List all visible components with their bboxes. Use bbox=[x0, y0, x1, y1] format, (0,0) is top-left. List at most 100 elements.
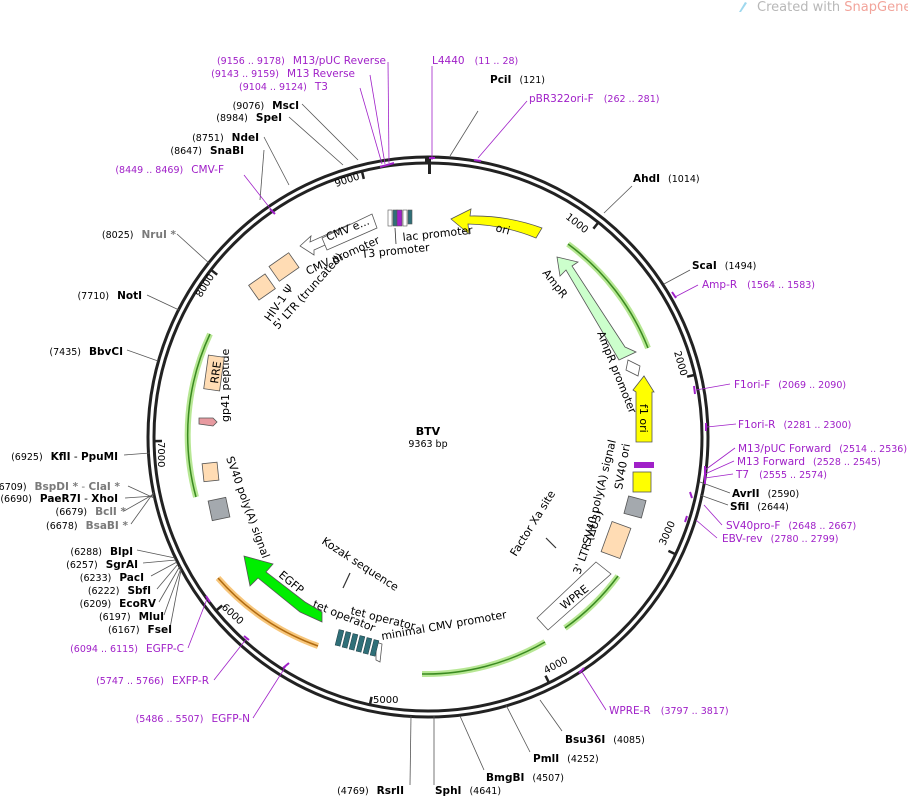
lac-t3-region[interactable] bbox=[387, 209, 413, 227]
plasmid-length: 9363 bp bbox=[408, 439, 447, 450]
orf-arcs bbox=[184, 241, 651, 678]
primer-label-amp-r[interactable]: Amp-R(1564 .. 1583) bbox=[702, 279, 815, 291]
tick-label-5000: 5000 bbox=[373, 695, 398, 706]
ampr-label: AmpR bbox=[540, 267, 571, 301]
primer-ticks bbox=[205, 157, 707, 674]
site-label-bbvci[interactable]: (7435)BbvCI bbox=[49, 346, 123, 358]
gp41-feature[interactable] bbox=[198, 417, 218, 427]
site-label-kfli-ppumi[interactable]: (6925)KflI - PpuMI bbox=[11, 451, 118, 463]
ltr-3-feature[interactable] bbox=[600, 521, 632, 559]
tick-mark-5000 bbox=[368, 696, 373, 706]
site-label-ecorv[interactable]: (6209)EcoRV bbox=[80, 598, 157, 610]
site-label-nrui[interactable]: (8025)NruI * bbox=[102, 229, 177, 241]
primer-label-cmv-f[interactable]: (8449 .. 8469)CMV-F bbox=[115, 164, 224, 176]
factor-xa-label: Factor Xa site bbox=[508, 488, 559, 559]
tick-mark-2000 bbox=[686, 373, 696, 378]
plasmid-name: BTV bbox=[416, 425, 441, 438]
primer-label-t3[interactable]: (9104 .. 9124)T3 bbox=[239, 81, 328, 93]
orf-arc-5-line bbox=[186, 333, 211, 498]
kozak-feature[interactable] bbox=[342, 572, 351, 589]
primer-label-exfp-r[interactable]: (5747 .. 5766)EXFP-R bbox=[96, 675, 209, 687]
primer-labels: L4440(11 .. 28) pBR322ori-F(262 .. 281) … bbox=[70, 55, 907, 725]
tick-label-1000: 1000 bbox=[563, 212, 590, 236]
site-label-rsrii[interactable]: (4769)RsrII bbox=[337, 785, 404, 797]
site-label-sbfi[interactable]: (6222)SbfI bbox=[88, 585, 151, 597]
snapgene-logo-icon bbox=[739, 2, 747, 12]
site-label-snabi[interactable]: (8647)SnaBI bbox=[170, 145, 244, 157]
primer-label-l4440[interactable]: L4440(11 .. 28) bbox=[432, 55, 518, 67]
site-label-msci[interactable]: (9076)MscI bbox=[233, 100, 299, 112]
ampr-feature[interactable] bbox=[556, 256, 637, 361]
primer-label-egfp-c[interactable]: (6094 .. 6115)EGFP-C bbox=[70, 643, 184, 655]
tick-marks bbox=[153, 170, 696, 706]
site-label-blpi[interactable]: (6288)BlpI bbox=[70, 546, 133, 558]
primer-label-m13-puc-reverse[interactable]: (9156 .. 9178)M13/pUC Reverse bbox=[217, 55, 386, 67]
snapgene-watermark: Created with SnapGene® bbox=[739, 0, 908, 15]
site-label-bmgbi[interactable]: BmgBI(4507) bbox=[486, 772, 564, 784]
orf-arc-3 bbox=[421, 639, 547, 678]
tick-mark-6000 bbox=[215, 604, 223, 612]
site-leader-lines bbox=[123, 103, 731, 786]
tick-mark-9000 bbox=[360, 170, 366, 180]
primer-label-wpre-r[interactable]: WPRE-R(3797 .. 3817) bbox=[609, 705, 729, 717]
watermark-prefix: Created with bbox=[757, 0, 844, 15]
tick-mark-8000 bbox=[210, 268, 218, 276]
site-label-bcli[interactable]: (6679)BclI * bbox=[56, 506, 127, 518]
sv40-polya-right-feature[interactable] bbox=[623, 495, 647, 519]
rre-feature[interactable] bbox=[203, 354, 225, 392]
ori-label: ori bbox=[494, 221, 511, 237]
site-label-paci[interactable]: (6233)PacI bbox=[80, 572, 144, 584]
primer-label-f1ori-f[interactable]: F1ori-F(2069 .. 2090) bbox=[734, 379, 846, 391]
ori-feature[interactable] bbox=[450, 208, 543, 239]
primer-label-f1ori-r[interactable]: F1ori-R(2281 .. 2300) bbox=[738, 419, 851, 431]
ampr-promoter-feature[interactable] bbox=[625, 359, 641, 377]
lac-promoter-label: lac promoter bbox=[402, 224, 474, 244]
t3-promoter-leader bbox=[394, 227, 397, 245]
sv40-ori-feature[interactable] bbox=[632, 471, 652, 493]
egfp-feature[interactable] bbox=[243, 555, 323, 623]
primer-label-ebv-rev[interactable]: EBV-rev(2780 .. 2799) bbox=[722, 533, 839, 545]
site-label-fsei[interactable]: (6167)FseI bbox=[108, 624, 172, 636]
f1-ori-label: f1 ori bbox=[637, 404, 650, 433]
site-label-bsu36i[interactable]: Bsu36I(4085) bbox=[565, 734, 645, 746]
cmv-enhancer-feature[interactable] bbox=[321, 213, 378, 251]
primer-label-t7[interactable]: T7(2555 .. 2574) bbox=[735, 469, 827, 481]
site-label-sgrai[interactable]: (6257)SgrAI bbox=[66, 559, 138, 571]
site-label-pmli[interactable]: PmlI(4252) bbox=[533, 753, 599, 765]
primer-label-pbr322ori-f[interactable]: pBR322ori-F(262 .. 281) bbox=[529, 93, 659, 105]
ltr-5-feature[interactable] bbox=[248, 273, 276, 301]
primer-label-egfp-n[interactable]: (5486 .. 5507)EGFP-N bbox=[136, 713, 250, 725]
tick-mark-4000 bbox=[544, 675, 551, 684]
site-label-spei[interactable]: (8984)SpeI bbox=[216, 112, 282, 124]
tick-label-2000: 2000 bbox=[671, 350, 689, 377]
site-label-mlui[interactable]: (6197)MluI bbox=[99, 611, 164, 623]
site-label-bspdi-clai[interactable]: (6709)BspDI * - ClaI * bbox=[0, 481, 120, 493]
primer-label-sv40pro-f[interactable]: SV40pro-F(2648 .. 2667) bbox=[726, 520, 856, 532]
site-label-sfii[interactable]: SfiI(2644) bbox=[730, 501, 789, 513]
rre-label: RRE bbox=[208, 361, 224, 385]
factor-xa-feature[interactable] bbox=[545, 537, 557, 549]
primer-label-m13-reverse[interactable]: (9143 .. 9159)M13 Reverse bbox=[211, 68, 355, 80]
site-label-paer7i-xhoi[interactable]: (6690)PaeR7I - XhoI bbox=[0, 493, 118, 505]
tet-operator-boxes[interactable] bbox=[334, 629, 380, 657]
restriction-site-labels: PciI(121) AhdI(1014) ScaI(1494) AvrII(25… bbox=[0, 74, 799, 797]
sv40-polya-left-feature[interactable] bbox=[207, 496, 231, 522]
sv40-promoter-mark[interactable] bbox=[634, 462, 654, 468]
site-label-ndei[interactable]: (8751)NdeI bbox=[192, 132, 259, 144]
hiv-psi-feature[interactable] bbox=[268, 252, 300, 282]
site-label-avrii[interactable]: AvrII(2590) bbox=[732, 488, 799, 500]
f1-ori-feature[interactable] bbox=[632, 375, 655, 443]
tick-label-6000: 6000 bbox=[219, 602, 245, 627]
ltr-small-feature[interactable] bbox=[201, 461, 220, 483]
site-label-scai[interactable]: ScaI(1494) bbox=[692, 260, 756, 272]
site-label-bsabi[interactable]: (6678)BsaBI * bbox=[46, 520, 128, 532]
primer-label-m13-forward[interactable]: M13 Forward(2528 .. 2545) bbox=[737, 456, 881, 468]
orf-arc-4-line bbox=[217, 577, 319, 647]
site-label-noti[interactable]: (7710)NotI bbox=[77, 290, 142, 302]
site-label-pcii[interactable]: PciI(121) bbox=[490, 74, 545, 86]
site-label-ahdi[interactable]: AhdI(1014) bbox=[633, 173, 700, 185]
wpre-feature[interactable] bbox=[536, 561, 612, 631]
primer-label-m13-puc-forward[interactable]: M13/pUC Forward(2514 .. 2536) bbox=[738, 443, 907, 455]
site-label-sphi[interactable]: SphI(4641) bbox=[435, 785, 501, 797]
kozak-label: Kozak sequence bbox=[319, 535, 401, 594]
